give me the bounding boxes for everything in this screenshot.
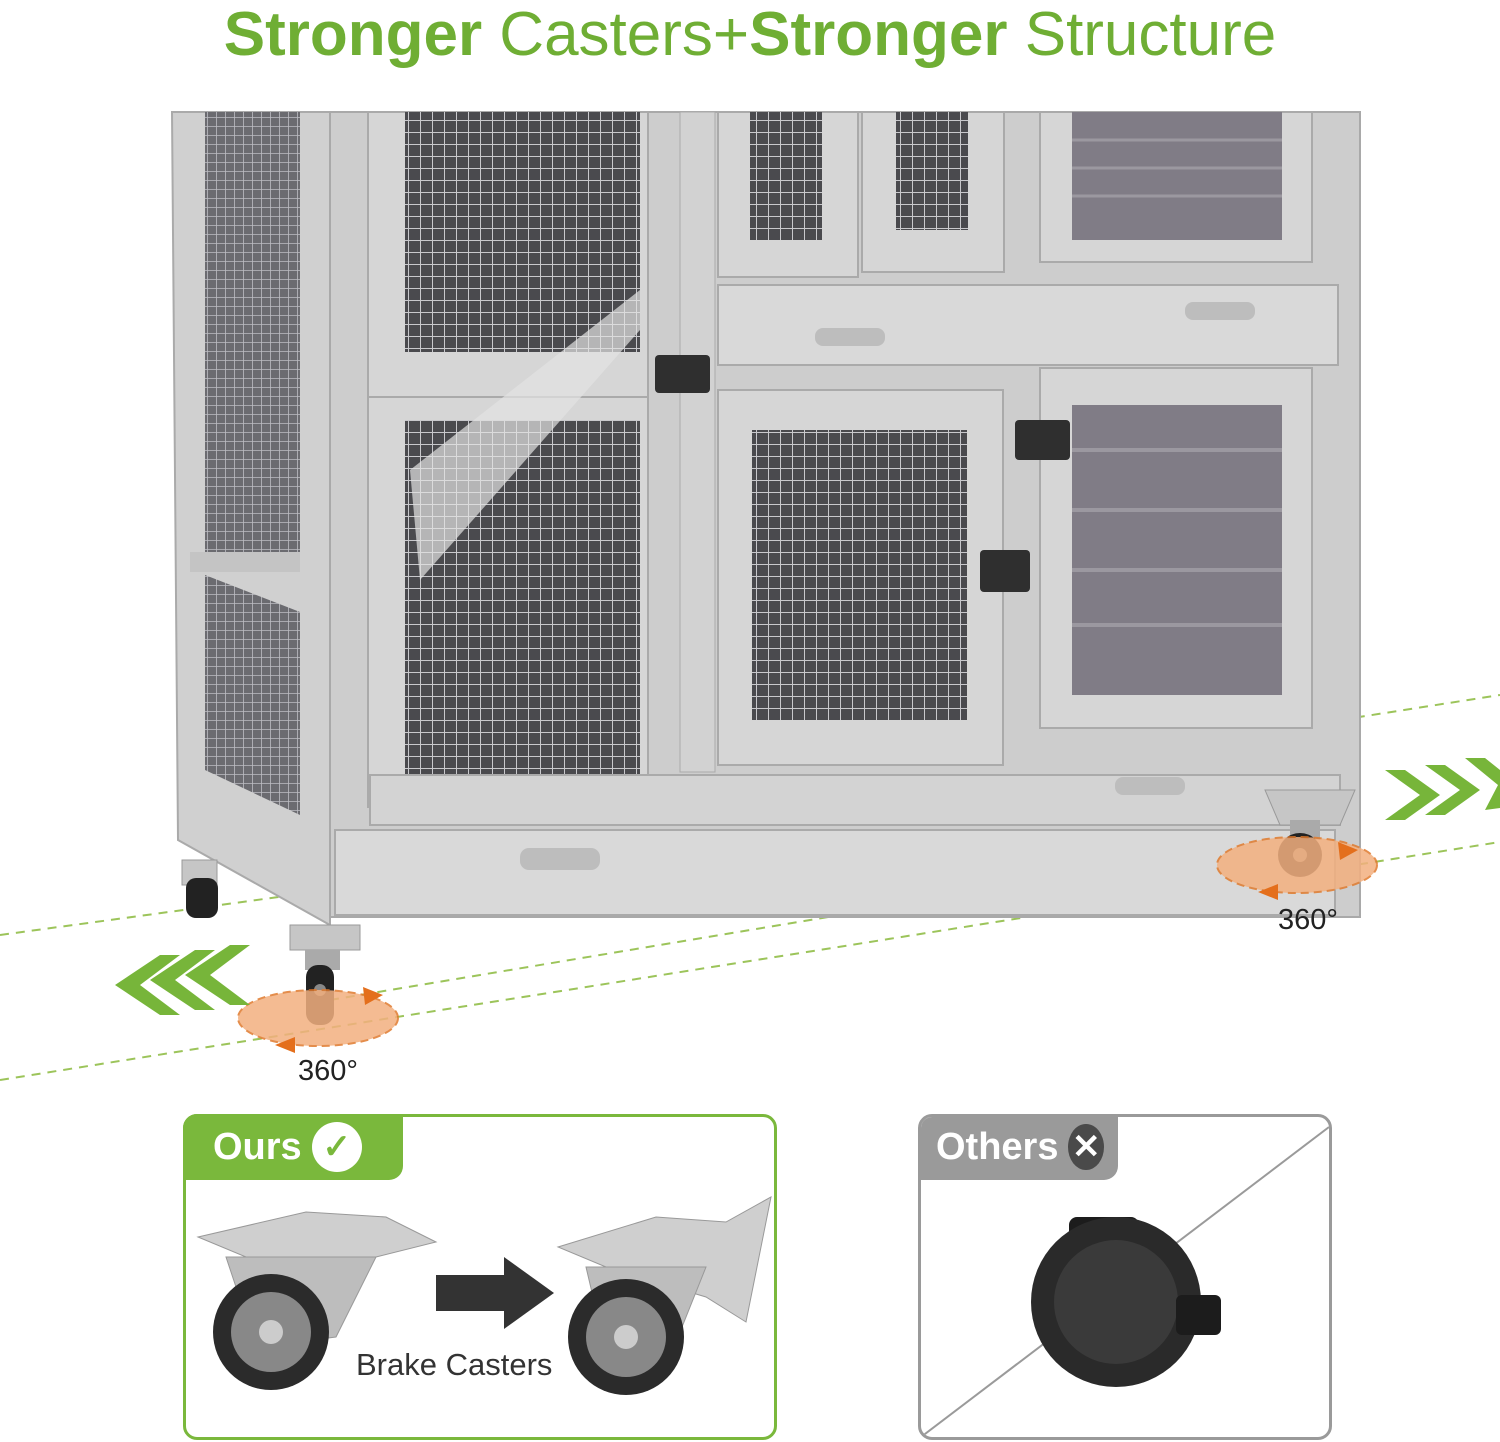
- brake-caster-unlocked: [196, 1211, 438, 1390]
- headline-bold-2: Stronger: [749, 0, 1008, 69]
- rotation-indicator-left: [237, 987, 399, 1053]
- check-icon: ✓: [311, 1122, 362, 1172]
- arrow-right-icon: [436, 1257, 554, 1329]
- brake-caster-locked: [556, 1196, 772, 1395]
- rotation-label-left: 360°: [298, 1055, 358, 1087]
- others-comparison-panel: Others ✕: [918, 1114, 1332, 1440]
- direction-chevrons-right: [1385, 758, 1500, 820]
- others-tag: Others ✕: [921, 1117, 1118, 1180]
- generic-caster-illustration: [921, 1126, 1329, 1437]
- others-tag-label: Others: [936, 1126, 1059, 1168]
- brake-casters-caption: Brake Casters: [356, 1347, 553, 1382]
- generic-caster: [1031, 1217, 1221, 1387]
- rotation-indicator-right: [1216, 836, 1378, 900]
- ours-comparison-panel: Ours ✓ Brake Casters: [183, 1114, 777, 1440]
- hutch-body: [170, 111, 1361, 951]
- headline-light-1: Casters+: [482, 0, 750, 69]
- ours-tag: Ours ✓: [183, 1114, 403, 1180]
- headline-light-2: Structure: [1007, 0, 1277, 69]
- caster-left-back: [186, 878, 218, 918]
- ours-tag-label: Ours: [213, 1126, 302, 1168]
- direction-chevrons-left: [115, 945, 250, 1015]
- headline-bold-1: Stronger: [223, 0, 483, 69]
- close-icon: ✕: [1068, 1124, 1104, 1170]
- brake-caster-illustration: [196, 1196, 772, 1395]
- headline: Stronger Casters+Stronger Structure: [0, 0, 1500, 80]
- rotation-label-right: 360°: [1278, 904, 1338, 936]
